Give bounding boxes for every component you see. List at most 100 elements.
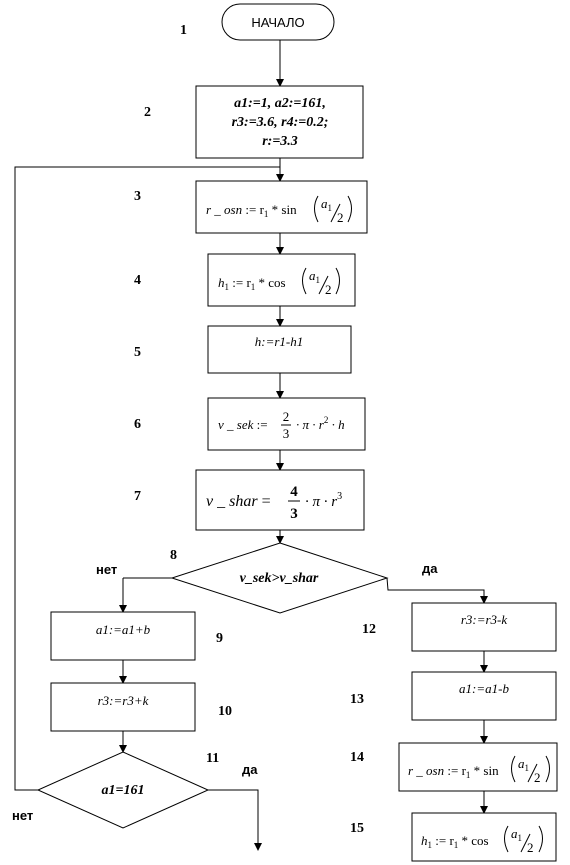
f6-tail: · h xyxy=(328,417,344,432)
svg-text:v _ shar =: v _ shar = xyxy=(206,493,271,510)
step-number-11: 11 xyxy=(206,751,219,766)
f7-lhs: v _ shar xyxy=(206,493,258,510)
svg-text:r _ osn := r1 * sin: r _ osn := r1 * sin xyxy=(408,763,499,780)
process-block-13: a1:=a1-b xyxy=(411,671,557,721)
step-number-14: 14 xyxy=(350,750,364,765)
process-block-5: h:=r1-h1 xyxy=(207,325,352,374)
f4-den: 2 xyxy=(325,282,332,297)
f7-frac-num: 4 xyxy=(290,484,298,500)
step-number-1: 1 xyxy=(180,23,187,38)
paren-right xyxy=(538,825,543,853)
f3-op: * sin xyxy=(268,202,297,217)
step-number-3: 3 xyxy=(134,189,141,204)
decision-8: v_sek>v_shar xyxy=(170,542,389,614)
f14-mid: := r xyxy=(444,763,466,778)
svg-text:· π · r2 · h: · π · r2 · h xyxy=(296,415,345,432)
label-yes-8: да xyxy=(422,561,438,576)
paren-left xyxy=(504,825,509,853)
f3-lhs: r _ osn xyxy=(206,202,242,217)
step-number-4: 4 xyxy=(134,273,141,288)
init-line-3: r:=3.3 xyxy=(262,134,298,149)
svg-text:v _ sek :=: v _ sek := xyxy=(218,417,268,432)
process-block-12: r3:=r3-k xyxy=(411,602,557,652)
init-block: a1:=1, a2:=161, r3:=3.6, r4:=0.2; r:=3.3 xyxy=(195,85,364,159)
formula-block-4: h1 := r1 * cos a1 2 xyxy=(207,253,356,307)
f14-lhs: r _ osn xyxy=(408,763,444,778)
f4-sub: 1 xyxy=(251,282,256,292)
start-terminal: НАЧАЛО xyxy=(221,3,335,41)
f4-mid: := r xyxy=(229,275,251,290)
f4-op: * cos xyxy=(255,275,285,290)
f15-den: 2 xyxy=(527,840,534,855)
step-number-10: 10 xyxy=(218,704,232,719)
f14-den: 2 xyxy=(534,770,541,785)
f7-frac-den: 3 xyxy=(290,506,298,522)
f15-sub: 1 xyxy=(454,840,459,850)
f6-lhs: v _ sek xyxy=(218,417,254,432)
f15-lhssub: 1 xyxy=(428,840,433,850)
formula-block-15: h1 := r1 * cos a1 2 xyxy=(411,812,557,862)
paren-left xyxy=(511,755,516,783)
f4-numsub: 1 xyxy=(316,275,321,285)
step-number-5: 5 xyxy=(134,345,141,360)
f5-text: h:=r1-h1 xyxy=(255,334,304,349)
paren-right xyxy=(347,195,352,223)
f3-numsub: 1 xyxy=(328,203,333,213)
f3-num: a xyxy=(321,196,328,211)
f3-den: 2 xyxy=(337,210,344,225)
step-number-9: 9 xyxy=(216,631,223,646)
f14-numsub: 1 xyxy=(525,763,530,773)
f14-op: * sin xyxy=(470,763,499,778)
f3-mid: := r xyxy=(242,202,264,217)
paren-right xyxy=(545,755,550,783)
step-number-13: 13 xyxy=(350,692,364,707)
f7-mid: = xyxy=(258,493,271,510)
f9-text: a1:=a1+b xyxy=(96,622,151,637)
step-number-2: 2 xyxy=(144,105,151,120)
svg-text:a1: a1 xyxy=(321,196,332,213)
f13-text: a1:=a1-b xyxy=(459,681,509,696)
f15-num: a xyxy=(511,826,518,841)
f6-rest: · π · r xyxy=(296,417,325,432)
cond8-text: v_sek>v_shar xyxy=(240,571,319,586)
f7-exp: 3 xyxy=(337,491,342,502)
fraction-slash xyxy=(318,275,329,295)
svg-text:h1 := r1 * cos: h1 := r1 * cos xyxy=(421,833,489,850)
f6-frac-den: 3 xyxy=(283,426,290,441)
process-block-9: a1:=a1+b xyxy=(50,611,196,661)
f6-mid: := xyxy=(253,417,267,432)
paren-left xyxy=(302,267,307,295)
f7-rest: · π · r xyxy=(305,494,337,510)
formula-block-3: r _ osn := r1 * sin a1 2 xyxy=(195,180,368,234)
paren-right xyxy=(335,267,340,295)
formula-block-6: v _ sek := 2 3 · π · r2 · h xyxy=(207,397,366,451)
f15-op: * cos xyxy=(458,833,488,848)
f4-lhs: h xyxy=(218,275,225,290)
svg-text:r _ osn := r1 * sin: r _ osn := r1 * sin xyxy=(206,202,297,219)
connectors xyxy=(14,40,488,851)
label-yes-11: да xyxy=(242,762,258,777)
svg-text:a1: a1 xyxy=(309,268,320,285)
f15-numsub: 1 xyxy=(518,833,523,843)
step-number-15: 15 xyxy=(350,821,364,836)
decision-11: a1=161 xyxy=(36,751,210,829)
f14-num: a xyxy=(518,756,525,771)
init-line-1: a1:=1, a2:=161, xyxy=(234,96,326,111)
process-block-10: r3:=r3+k xyxy=(50,682,196,732)
f6-frac-num: 2 xyxy=(283,409,290,424)
svg-text:h1 := r1 * cos: h1 := r1 * cos xyxy=(218,275,286,292)
label-no-8: нет xyxy=(96,562,117,577)
step-number-12: 12 xyxy=(362,622,376,637)
f4-num: a xyxy=(309,268,316,283)
cond11-text: a1=161 xyxy=(102,783,145,798)
start-label: НАЧАЛО xyxy=(251,15,304,30)
f6-exp: 2 xyxy=(324,415,329,425)
step-number-8: 8 xyxy=(170,548,177,563)
step-number-6: 6 xyxy=(134,417,141,432)
f14-sub: 1 xyxy=(466,770,471,780)
formula-block-7: v _ shar = 4 3 · π · r3 xyxy=(195,469,365,531)
init-line-2: r3:=3.6, r4:=0.2; xyxy=(232,115,329,130)
formula-block-14: r _ osn := r1 * sin a1 2 xyxy=(398,742,558,792)
f12-text: r3:=r3-k xyxy=(461,612,508,627)
